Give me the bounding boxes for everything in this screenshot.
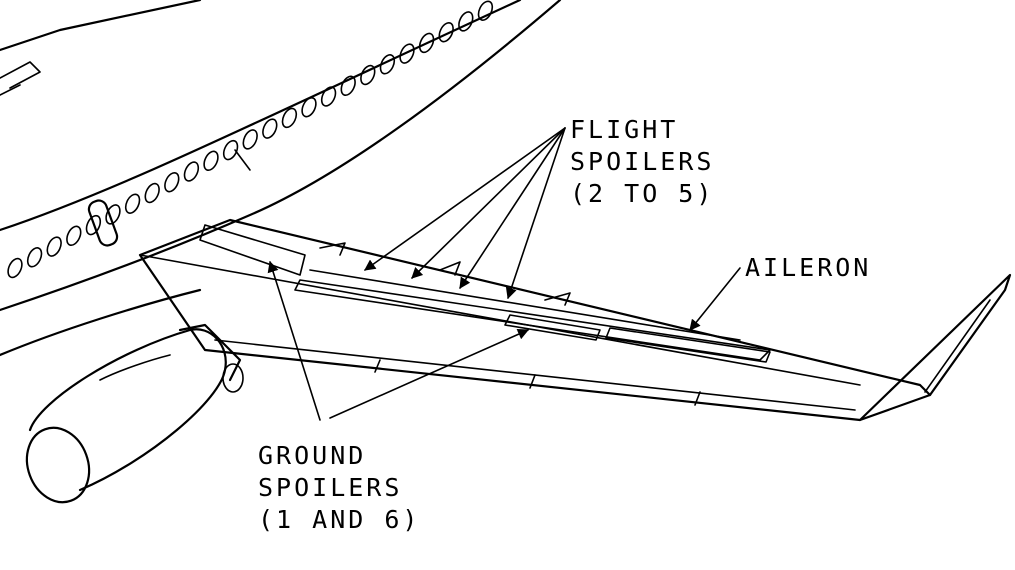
aileron-arrow — [689, 267, 741, 331]
fuselage-lower-line — [0, 288, 202, 357]
ground-spoilers-label-line1: GROUND — [258, 441, 366, 470]
flight-spoiler-arrow-1 — [364, 127, 566, 271]
flap-segment-lines — [374, 359, 701, 406]
wing-outline — [138, 218, 932, 422]
flight-spoilers-label-line1: FLIGHT — [570, 115, 678, 144]
spoiler-panel-row — [294, 279, 771, 361]
window — [399, 43, 415, 64]
ground-spoilers-label-line2: SPOILERS — [258, 473, 402, 502]
window — [7, 257, 23, 279]
engine-exhaust — [222, 363, 244, 393]
window — [438, 21, 454, 43]
flight-spoiler-arrow-4 — [505, 127, 566, 300]
fuselage-seam — [234, 149, 251, 171]
window — [458, 11, 474, 32]
engine — [25, 323, 244, 504]
window — [144, 182, 160, 204]
ground-spoiler-arrow-1 — [267, 260, 321, 421]
flight-spoilers-label-line3: (2 TO 5) — [570, 179, 714, 208]
ground-spoilers-label: GROUND SPOILERS (1 AND 6) — [258, 441, 420, 534]
tail-fragment-line — [0, 84, 21, 96]
window — [379, 54, 396, 75]
engine-pylon — [178, 323, 242, 382]
fuselage-belly-line — [0, 0, 562, 312]
ground-spoiler-arrow-2 — [329, 328, 530, 419]
window — [26, 247, 43, 268]
window — [281, 107, 298, 129]
flight-spoiler-arrows — [364, 127, 566, 300]
window — [301, 96, 317, 118]
flight-spoilers-label-line2: SPOILERS — [570, 147, 714, 176]
window — [183, 161, 200, 182]
engine-nacelle — [28, 328, 227, 492]
window — [164, 171, 180, 193]
aileron-panel — [605, 327, 771, 363]
wing — [138, 218, 1012, 422]
window — [320, 86, 337, 107]
flight-spoiler-arrow-3 — [459, 127, 566, 289]
fuselage-window-line-upper — [0, 0, 522, 232]
flight-spoilers-label: FLIGHT SPOILERS (2 TO 5) — [570, 115, 714, 208]
flap-track-fairings — [319, 242, 571, 306]
engine-cowl-line — [99, 354, 171, 381]
window — [85, 214, 102, 236]
window — [340, 75, 356, 97]
window — [242, 129, 258, 150]
ground-spoiler-inboard — [199, 224, 306, 276]
cabin-door — [87, 199, 119, 247]
window — [124, 193, 141, 214]
passenger-windows — [7, 0, 494, 279]
ground-spoilers-label-line3: (1 AND 6) — [258, 505, 420, 534]
window — [418, 32, 435, 54]
ground-spoiler-outboard — [504, 314, 601, 341]
window — [203, 150, 219, 172]
winglet-inner-line — [924, 299, 991, 393]
window — [360, 64, 376, 86]
aileron-label: AILERON — [745, 253, 871, 282]
ground-spoiler-arrows — [267, 260, 530, 421]
window — [46, 236, 62, 257]
winglet — [858, 273, 1012, 422]
flight-spoiler-arrow-2 — [411, 127, 566, 279]
window — [262, 118, 278, 139]
wing-front-spar-line — [139, 254, 861, 386]
fuselage-top-line — [0, 0, 202, 52]
window — [477, 0, 494, 21]
spoiler-hinge-line — [309, 269, 741, 341]
window — [222, 139, 239, 161]
tail-stabilizer-fragment — [0, 61, 41, 89]
engine-inlet — [25, 426, 91, 504]
fuselage — [0, 0, 562, 357]
window — [66, 225, 82, 247]
